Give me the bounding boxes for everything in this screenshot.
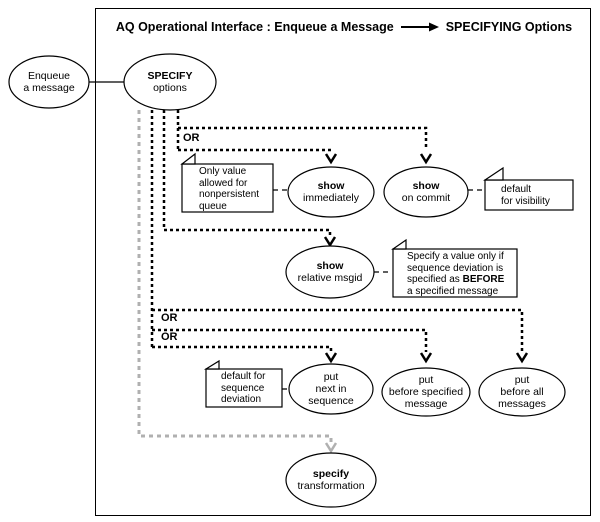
diagram-border xyxy=(95,8,591,516)
flow-put-next xyxy=(152,345,333,352)
node-specify-transformation-label: specify transformation xyxy=(297,468,365,492)
flow-gray-transformation xyxy=(137,110,333,442)
note-sequence-before-shape xyxy=(391,238,518,298)
or-label-sequence-2: OR xyxy=(161,331,178,343)
node-put-before-specified-message xyxy=(381,367,471,417)
note-nonpersistent-shape xyxy=(180,152,274,213)
note-default-sequence-text: default for sequence deviation xyxy=(221,371,266,405)
node-show-immediately xyxy=(287,166,375,218)
node-specify-options xyxy=(123,53,217,111)
node-put-before-all-messages xyxy=(478,367,566,417)
node-put-before-all-messages-label: put before all messages xyxy=(498,374,546,410)
note-sequence-before-text: Specify a value only if sequence deviati… xyxy=(407,251,505,297)
or-label-sequence-1: OR xyxy=(161,312,178,324)
note-nonpersistent-text: Only value allowed for nonpersistent que… xyxy=(199,166,260,212)
or-label-visibility: OR xyxy=(183,132,200,144)
node-specify-options-label: SPECIFY options xyxy=(147,70,193,94)
arrowhead-show-immediately-icon xyxy=(324,153,338,165)
node-specify-transformation xyxy=(285,452,377,508)
node-put-next-in-sequence-label: put next in sequence xyxy=(308,371,354,407)
arrow-right-icon xyxy=(400,22,439,32)
node-enqueue-a-message-label: Enqueue a message xyxy=(23,70,75,94)
node-show-relative-msgid xyxy=(285,245,375,299)
arrowhead-show-on-commit-icon xyxy=(419,153,433,165)
note-visibility-shape xyxy=(483,166,574,211)
title-part2: SPECIFYING Options xyxy=(445,20,573,34)
node-show-on-commit-label: show on commit xyxy=(401,180,451,204)
arrowhead-put-before-specified-icon xyxy=(419,352,433,364)
node-enqueue-a-message xyxy=(8,55,90,109)
flow-show-on-commit xyxy=(178,126,428,150)
note-default-sequence-shape xyxy=(203,359,283,408)
node-show-immediately-label: show immediately xyxy=(302,180,360,204)
arrowhead-relative-msgid-icon xyxy=(323,236,337,248)
node-show-relative-msgid-label: show relative msgid xyxy=(297,260,363,284)
node-show-on-commit xyxy=(383,166,469,218)
arrowhead-transformation-icon xyxy=(324,442,338,454)
arrowhead-put-before-all-icon xyxy=(515,352,529,364)
flow-relative-msgid xyxy=(162,110,332,236)
flow-put-before-all xyxy=(152,308,524,352)
title-part1: AQ Operational Interface : Enqueue a Mes… xyxy=(115,20,394,34)
arrowhead-put-next-icon xyxy=(324,352,338,364)
note-visibility-text: default for visibility xyxy=(501,184,550,207)
node-put-before-specified-message-label: put before specified message xyxy=(388,374,464,410)
diagram-title: AQ Operational Interface : Enqueue a Mes… xyxy=(100,20,588,34)
flow-put-before-specified xyxy=(152,328,428,352)
node-put-next-in-sequence xyxy=(288,363,374,415)
